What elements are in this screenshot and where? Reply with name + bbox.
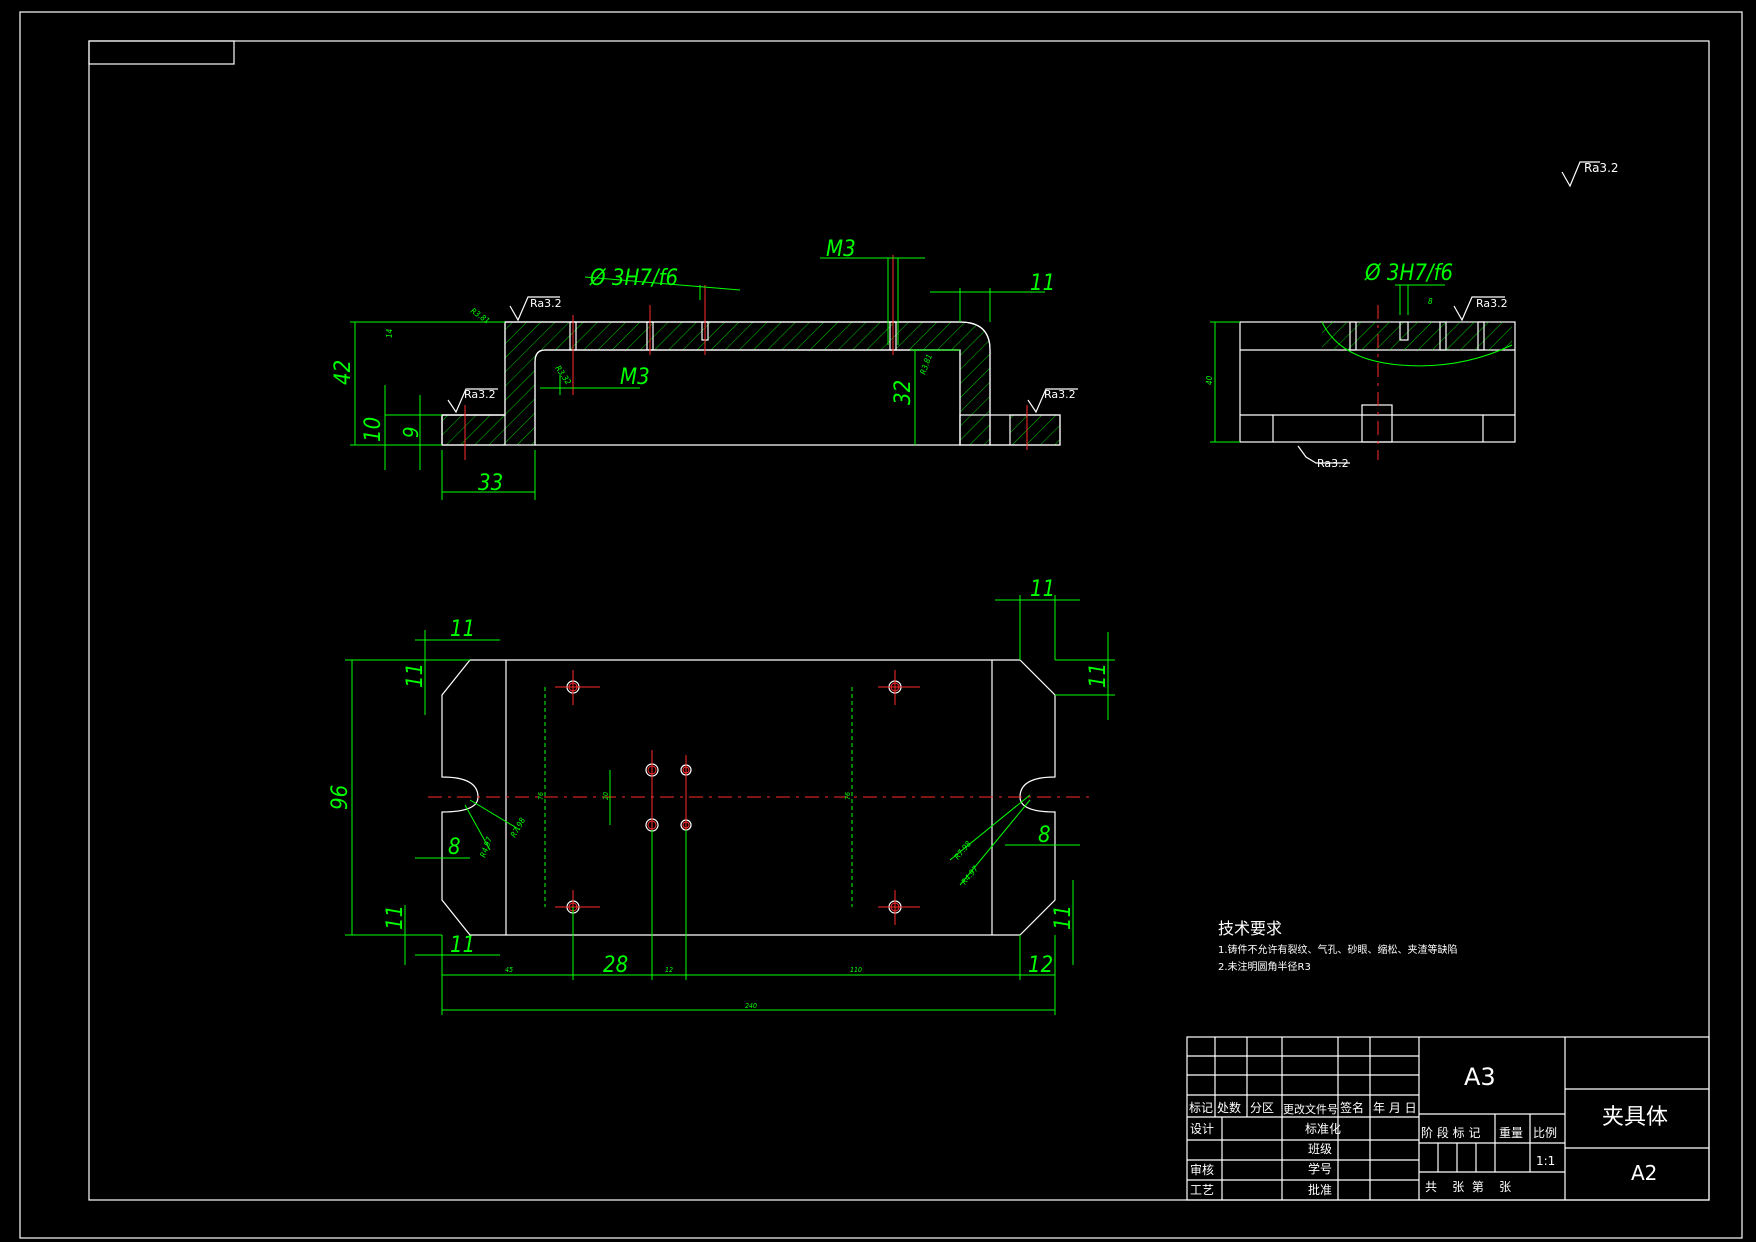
side-view: 40 Ø 3H7/f6 8 Ra3.2 Ra3.2 [1205, 261, 1516, 470]
tb-header-1: 处数 [1217, 1100, 1241, 1115]
plan-holes [555, 670, 920, 925]
dim-chamfer-bl-h: 11 [450, 933, 475, 958]
tb-right-role-0: 标准化 [1305, 1122, 1341, 1136]
tb-header-0: 标记 [1189, 1101, 1213, 1115]
dim-height-base: 10 [361, 417, 386, 442]
dim-total-width: 240 [745, 1002, 757, 1010]
dim-right-gap: 12 [1028, 953, 1053, 978]
dim-slot-radius-left-1: R7.98 [509, 816, 528, 839]
tb-header-2: 分区 [1250, 1101, 1274, 1115]
dim-width-left: 33 [478, 471, 503, 496]
tb-stage-label: 阶 段 标 记 [1421, 1125, 1480, 1140]
dim-side-small: 8 [1428, 297, 1433, 306]
dim-slot-radius-left-2: R4.97 [478, 835, 494, 858]
tb-role-process: 工艺 [1190, 1183, 1214, 1197]
dim-plan-height: 96 [328, 785, 353, 810]
tb-header-4: 签名 [1340, 1100, 1364, 1115]
dim-hole-small-span: 20 [602, 792, 610, 800]
roughness-front-1: Ra3.2 [530, 297, 562, 310]
front-section-view: 42 10 9 33 Ø 3H7/f6 M3 11 M3 32 R3.81 R3… [331, 237, 1078, 500]
dim-thickness: 14 [385, 328, 394, 338]
dim-x-small: 12 [665, 966, 673, 974]
roughness-front-2: Ra3.2 [464, 388, 496, 401]
roughness-side-1: Ra3.2 [1476, 297, 1508, 310]
roughness-front-3: Ra3.2 [1044, 388, 1076, 401]
tb-sheet-count: 共 张 第 张 [1425, 1180, 1511, 1194]
dim-thread-top: M3 [826, 237, 856, 262]
dim-x-first: 45 [505, 966, 513, 974]
tb-right-role-3: 批准 [1308, 1182, 1332, 1197]
dim-height-total: 42 [331, 360, 356, 385]
dim-hole-left-span: 76 [537, 792, 545, 800]
sheet-outer-border [19, 11, 1743, 1239]
dim-slot-left: 8 [448, 835, 461, 860]
drawing-number-box [88, 40, 235, 65]
dim-slot-radius-right-2: R4.97 [960, 864, 981, 886]
dim-flange: 11 [1030, 271, 1055, 296]
tb-role-design: 设计 [1190, 1122, 1214, 1136]
dim-bore-front: Ø 3H7/f6 [589, 266, 678, 291]
plan-view: 76 20 76 96 11 11 8 11 11 R4.97 R7.98 11… [328, 577, 1115, 1015]
roughness-side-2: Ra3.2 [1317, 457, 1349, 470]
dim-bore-side: Ø 3H7/f6 [1364, 261, 1453, 286]
dim-slot-right: 8 [1038, 823, 1051, 848]
global-roughness-symbol: Ra3.2 [1561, 161, 1619, 188]
dim-pitch: 28 [603, 953, 628, 978]
dim-height-right: 32 [891, 380, 916, 405]
dim-chamfer-tr-h: 11 [1030, 577, 1055, 602]
tech-req-item-1: 1.铸件不允许有裂纹、气孔、砂眼、缩松、夹渣等缺陷 [1218, 943, 1458, 956]
dim-side-height: 40 [1205, 375, 1214, 385]
drawing-frame [88, 40, 1710, 1201]
title-block: 标记 处数 分区 更改文件号 签名 年 月 日 设计 审核 工艺 标准化 班级 … [1186, 1036, 1710, 1201]
tb-weight-label: 重量 [1499, 1126, 1523, 1140]
dim-chamfer-br-v: 11 [1051, 905, 1076, 930]
dim-height-step: 9 [399, 427, 423, 438]
tech-req-item-2: 2.未注明圆角半径R3 [1218, 960, 1311, 973]
tb-header-5: 年 月 日 [1373, 1101, 1417, 1115]
roughness-label: Ra3.2 [1584, 161, 1619, 175]
tech-requirements: 技术要求 1.铸件不允许有裂纹、气孔、砂眼、缩松、夹渣等缺陷 2.未注明圆角半径… [1218, 919, 1458, 973]
dim-chamfer-bl-v: 11 [383, 905, 408, 930]
tb-scale-value: 1:1 [1536, 1154, 1555, 1168]
dim-fillet-1: R3.81 [469, 306, 491, 325]
dim-chamfer-tl-h: 11 [450, 617, 475, 642]
dim-x-large: 110 [850, 966, 862, 974]
dim-slot-radius-right-1: R7.98 [953, 839, 974, 861]
dim-thread-inner: M3 [620, 365, 650, 390]
tb-paper-size: A3 [1464, 1063, 1496, 1091]
tech-req-title: 技术要求 [1218, 919, 1282, 938]
dim-hole-right-span: 76 [844, 792, 852, 800]
dim-chamfer-tl-v: 11 [403, 663, 428, 688]
dim-fillet-2: R3.32 [553, 364, 573, 387]
tb-right-role-2: 学号 [1308, 1161, 1332, 1176]
tb-scale-label: 比例 [1533, 1126, 1557, 1140]
tb-drawing-no: A2 [1631, 1161, 1657, 1185]
tb-part-name: 夹具体 [1602, 1105, 1668, 1130]
tb-role-review: 审核 [1190, 1162, 1214, 1177]
tb-header-3: 更改文件号 [1283, 1102, 1338, 1116]
dim-fillet-3: R3.81 [918, 353, 934, 376]
dim-chamfer-tr-v: 11 [1086, 663, 1111, 688]
tb-right-role-1: 班级 [1308, 1142, 1332, 1156]
